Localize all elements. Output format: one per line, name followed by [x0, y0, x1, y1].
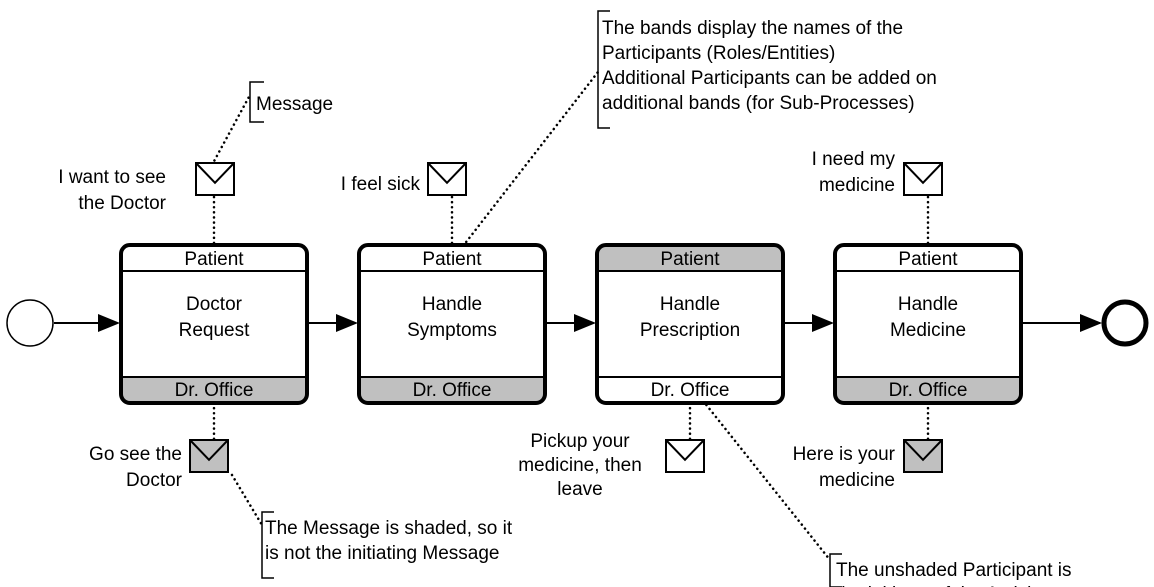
- sequence-flows: [54, 314, 1102, 332]
- message-label: Here is your: [793, 444, 896, 465]
- participant-bottom-label: Dr. Office: [651, 380, 730, 401]
- message[interactable]: I want to see the Doctor: [58, 162, 235, 214]
- annotation-text: the initiator of the Activity: [836, 584, 1047, 587]
- message-label: medicine: [819, 175, 895, 196]
- activity-name: Request: [179, 320, 250, 341]
- end-event[interactable]: [1101, 299, 1149, 347]
- message-label: medicine: [819, 470, 895, 491]
- annotation-text: The bands display the names of the: [602, 18, 903, 39]
- envelope-icon[interactable]: [189, 439, 229, 473]
- annotation-bracket: [597, 10, 610, 129]
- message[interactable]: Here is your medicine: [793, 439, 943, 491]
- text-annotation: The bands display the names of thePartic…: [597, 10, 937, 129]
- message-label: leave: [557, 479, 602, 500]
- message-label: Go see the: [89, 444, 182, 465]
- text-annotation: The Message is shaded, so it is not the i…: [261, 511, 513, 579]
- arrowhead: [98, 314, 120, 332]
- participant-top-label: Patient: [660, 249, 720, 270]
- activity-name: Handle: [898, 294, 958, 315]
- participant-bottom-label: Dr. Office: [413, 380, 492, 401]
- activity-name: Handle: [660, 294, 720, 315]
- participant-top-label: Patient: [422, 249, 482, 270]
- annotation-text: Message: [256, 94, 333, 115]
- annotation-text: The Message is shaded, so it: [265, 518, 513, 539]
- participant-top-label: Patient: [898, 249, 958, 270]
- message-label: I want to see: [58, 167, 166, 188]
- associations: [210, 70, 930, 562]
- annotation-text: The unshaded Participant is: [836, 560, 1072, 581]
- message-label: the Doctor: [78, 193, 166, 214]
- message-label: Pickup your: [530, 431, 630, 452]
- activity-name: Doctor: [186, 294, 243, 315]
- annotation-text: additional bands (for Sub-Processes): [602, 93, 915, 114]
- arrowhead: [336, 314, 358, 332]
- message-label: medicine, then: [518, 455, 642, 476]
- message-label: Doctor: [126, 470, 183, 491]
- arrowhead: [574, 314, 596, 332]
- annotation-bracket: [249, 81, 264, 123]
- annotation-bracket: [261, 511, 274, 579]
- message-label: I need my: [812, 149, 896, 170]
- activity-name: Symptoms: [407, 320, 497, 341]
- arrowhead: [812, 314, 834, 332]
- participant-top-label: Patient: [184, 249, 244, 270]
- activity-name: Prescription: [640, 320, 740, 341]
- annotation-bracket: [829, 553, 842, 587]
- messages: I want to see the Doctor I feel sick I need…: [58, 149, 943, 500]
- participant-bottom-label: Dr. Office: [175, 380, 254, 401]
- text-annotation: The unshaded Participant is the initiator…: [829, 553, 1072, 587]
- message[interactable]: I need my medicine: [812, 149, 943, 196]
- start-event[interactable]: [6, 299, 54, 347]
- activity-name: Handle: [422, 294, 482, 315]
- message-label: I feel sick: [341, 174, 421, 195]
- text-annotation: Message: [249, 81, 333, 123]
- annotation-text: is not the initiating Message: [265, 543, 499, 564]
- activity-name: Medicine: [890, 320, 966, 341]
- message[interactable]: I feel sick: [341, 162, 467, 196]
- arrowhead: [1080, 314, 1102, 332]
- message[interactable]: Pickup your medicine, then leave: [518, 431, 705, 500]
- annotations: Message The bands display the names of th…: [249, 10, 1072, 587]
- annotation-text: Additional Participants can be added on: [602, 68, 937, 89]
- participant-bottom-label: Dr. Office: [889, 380, 968, 401]
- annotation-text: Participants (Roles/Entities): [602, 43, 835, 64]
